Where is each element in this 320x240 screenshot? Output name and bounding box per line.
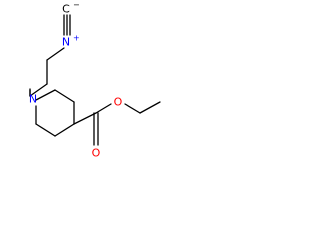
bonds xyxy=(29,14,161,146)
bond-ch2-to-ch3 xyxy=(139,101,161,114)
ring-bond-c4-to-c5 xyxy=(54,123,75,137)
ring-bond-c5-to-c6 xyxy=(35,123,56,137)
isocyanide-nitrogen-charge: + xyxy=(73,34,80,43)
ring-bond-c2-to-c3 xyxy=(54,89,75,103)
bond-c4-to-carbonyl-carbon xyxy=(73,112,97,125)
isocyanide-carbon-label: C xyxy=(62,3,70,16)
isocyanide-nitrogen-label: N xyxy=(62,36,70,49)
ring-nitrogen-label: N xyxy=(29,93,37,106)
chain-bond-c2-to-c3 xyxy=(29,83,48,97)
atom-labels: C − N + N O O xyxy=(29,1,123,160)
ester-oxygen-label: O xyxy=(114,96,123,109)
isocyanide-carbon-charge: − xyxy=(73,1,80,10)
molecule-structure-diagram: C − N + N O O xyxy=(29,1,161,160)
chain-bond-n-to-c1 xyxy=(46,47,65,61)
bond-carbonyl-carbon-to-ester-oxygen xyxy=(95,103,112,114)
bond-ester-oxygen-to-ch2 xyxy=(124,103,141,114)
carbonyl-oxygen-label: O xyxy=(92,147,101,160)
ring-bond-n-to-c2 xyxy=(35,89,56,101)
